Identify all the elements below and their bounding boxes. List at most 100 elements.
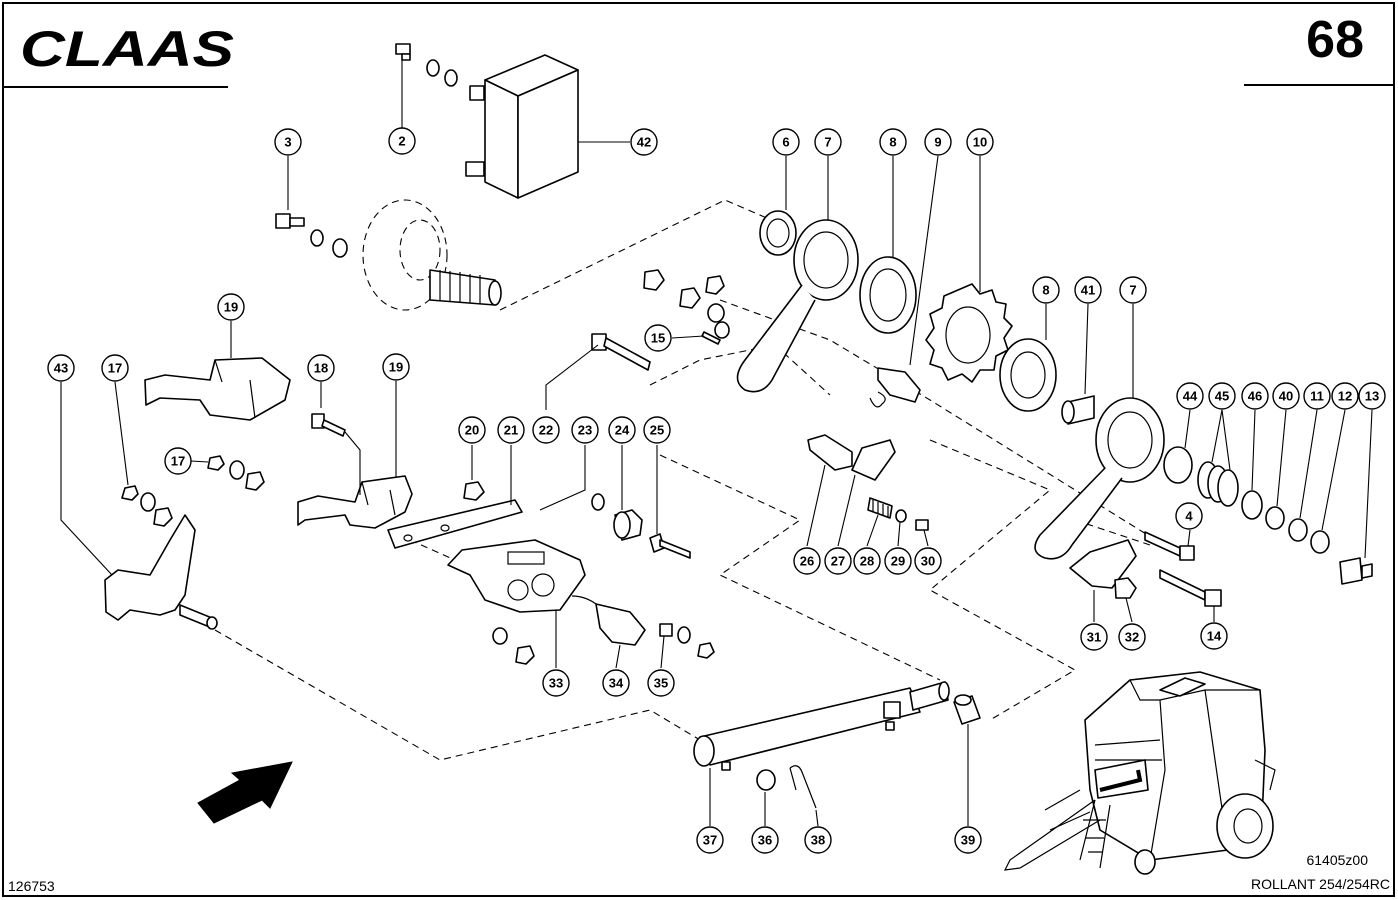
frame-bracket-43	[60, 381, 218, 630]
callout: 13	[1358, 382, 1386, 410]
bolt-22-and-nuts	[545, 269, 730, 410]
callout: 18	[307, 354, 335, 382]
svg-text:17: 17	[108, 361, 122, 376]
svg-text:20: 20	[465, 423, 479, 438]
callout: 7	[814, 128, 842, 156]
callout: 33	[542, 669, 570, 697]
direction-arrow-icon	[197, 761, 293, 824]
callout: 36	[751, 826, 779, 854]
svg-text:19: 19	[389, 360, 403, 375]
model-name: ROLLANT 254/254RC	[1250, 876, 1390, 892]
svg-text:6: 6	[782, 135, 789, 150]
svg-text:25: 25	[650, 423, 664, 438]
callout: 6	[772, 128, 800, 156]
callout: 10	[966, 128, 994, 156]
header-rule-right	[1244, 84, 1394, 86]
callout: 38	[804, 826, 832, 854]
svg-text:2: 2	[398, 134, 405, 149]
callout: 20	[458, 416, 486, 444]
callout: 8	[1032, 276, 1060, 304]
sensor-bracket-33	[447, 539, 586, 668]
svg-text:10: 10	[973, 135, 987, 150]
callout: 2	[388, 127, 416, 155]
callout: 17	[101, 354, 129, 382]
svg-text:40: 40	[1279, 389, 1293, 404]
drive-shaft-disc	[275, 156, 502, 311]
callout: 37	[696, 826, 724, 854]
callout: 40	[1272, 382, 1300, 410]
svg-text:7: 7	[1129, 283, 1136, 298]
svg-text:14: 14	[1207, 629, 1222, 644]
callout: 39	[954, 826, 982, 854]
svg-text:18: 18	[314, 361, 328, 376]
mounting-bracket-19-lower	[297, 381, 413, 529]
svg-text:28: 28	[860, 554, 874, 569]
svg-text:44: 44	[1183, 389, 1198, 404]
callout: 42	[630, 128, 658, 156]
baler-machine-thumbnail	[1003, 671, 1276, 875]
callout: 22	[532, 416, 560, 444]
svg-text:22: 22	[539, 423, 553, 438]
svg-text:13: 13	[1365, 389, 1379, 404]
callout: 4	[1175, 502, 1203, 530]
callout: 31	[1080, 623, 1108, 651]
svg-text:39: 39	[961, 833, 975, 848]
screw-washer-set-2	[395, 43, 458, 128]
callout-labels: 2 3 4 6 7 7 8 8 9 10 11 12 13 14 15 17 1…	[47, 127, 1386, 854]
svg-text:9: 9	[934, 135, 941, 150]
callout: 25	[643, 416, 671, 444]
svg-text:27: 27	[831, 554, 845, 569]
svg-text:4: 4	[1185, 509, 1193, 524]
svg-text:41: 41	[1081, 283, 1095, 298]
callout: 46	[1241, 382, 1269, 410]
callout: 45	[1208, 382, 1236, 410]
bearing-housing-right	[999, 303, 1165, 560]
svg-text:33: 33	[549, 676, 563, 691]
svg-text:34: 34	[609, 676, 624, 691]
callout: 32	[1118, 623, 1146, 651]
svg-text:21: 21	[504, 423, 518, 438]
screw-18-and-washers	[190, 382, 361, 495]
callout: 43	[47, 354, 75, 382]
svg-text:24: 24	[615, 423, 630, 438]
bearing-housing-left	[736, 156, 917, 393]
callout: 28	[853, 547, 881, 575]
page-number: 68	[1306, 11, 1364, 69]
callout: 29	[884, 547, 912, 575]
svg-text:43: 43	[54, 361, 68, 376]
callout: 17	[164, 447, 192, 475]
svg-text:45: 45	[1215, 389, 1229, 404]
svg-text:35: 35	[654, 676, 668, 691]
svg-text:15: 15	[651, 331, 665, 346]
callout: 23	[571, 416, 599, 444]
svg-text:3: 3	[284, 135, 291, 150]
svg-text:17: 17	[171, 454, 185, 469]
callout: 35	[647, 669, 675, 697]
image-code: 61405z00	[1306, 852, 1368, 868]
svg-text:8: 8	[889, 135, 896, 150]
svg-text:11: 11	[1310, 389, 1324, 404]
svg-text:7: 7	[824, 135, 831, 150]
svg-text:8: 8	[1042, 283, 1049, 298]
svg-text:30: 30	[921, 554, 935, 569]
callout: 24	[608, 416, 636, 444]
hydraulic-cylinder-37	[693, 681, 950, 826]
callout: 8	[879, 128, 907, 156]
bolts-and-bracket-31	[1069, 529, 1222, 623]
callout: 44	[1176, 382, 1204, 410]
svg-text:12: 12	[1338, 389, 1352, 404]
svg-text:38: 38	[811, 833, 825, 848]
spring-washer-stack	[1163, 409, 1373, 585]
chain-sprocket	[869, 155, 1013, 408]
header-rule-left	[4, 86, 228, 88]
callout: 41	[1074, 276, 1102, 304]
callout: 15	[644, 324, 672, 352]
callout: 9	[924, 128, 952, 156]
mounting-bracket-19-upper	[144, 321, 291, 421]
svg-text:36: 36	[758, 833, 772, 848]
callout: 3	[274, 128, 302, 156]
callout: 7	[1119, 276, 1147, 304]
